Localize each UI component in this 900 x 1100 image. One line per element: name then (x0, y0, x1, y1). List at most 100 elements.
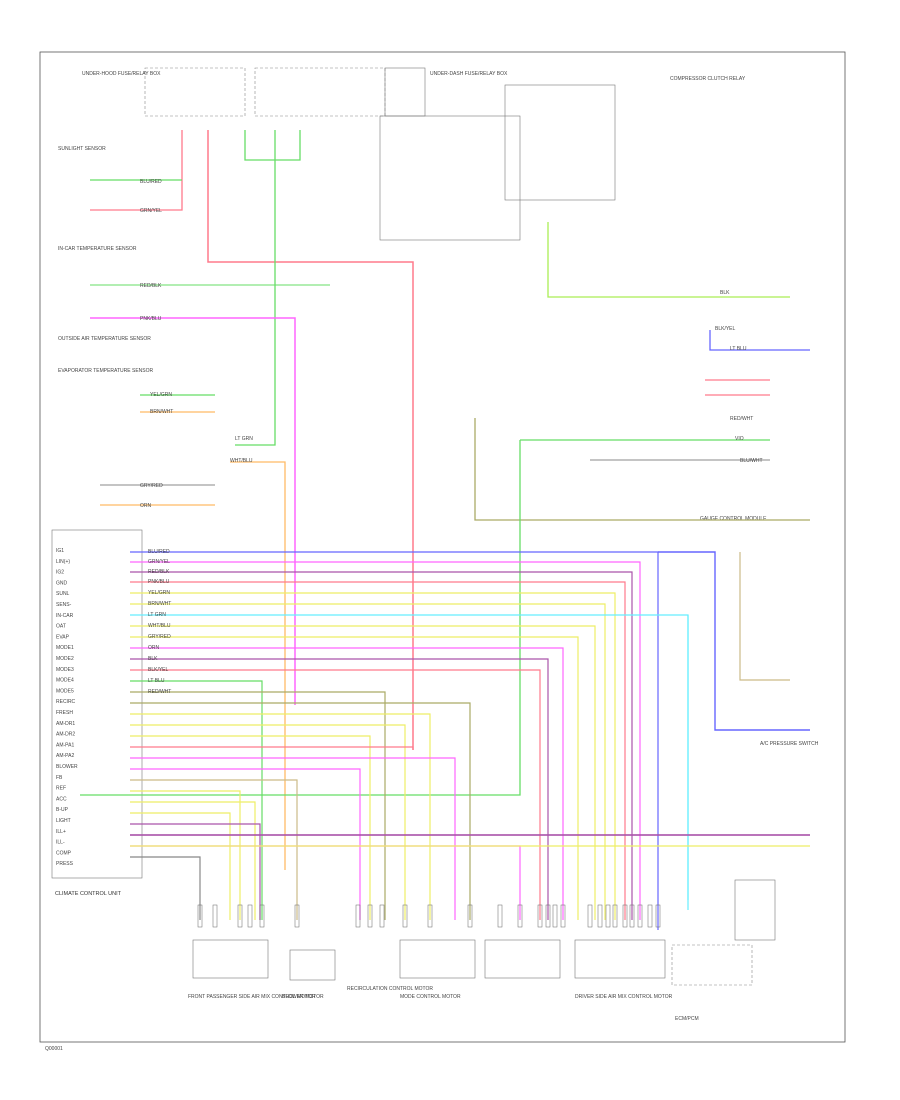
wire-code: ORN (148, 645, 160, 651)
wire (230, 461, 286, 870)
front-passenger-motor-label: FRONT PASSENGER SIDE AIR MIX CONTROL MOT… (188, 994, 316, 1000)
connector-pin (467, 904, 473, 928)
wire-code: YEL/GRN (148, 590, 170, 596)
wire (130, 779, 298, 920)
pin-label: ACC (56, 796, 67, 802)
front-passenger-motor-box (192, 939, 269, 979)
connector-pin (560, 904, 566, 928)
connector-pin (247, 904, 253, 928)
wire (244, 130, 301, 161)
relay-label: COMPRESSOR CLUTCH RELAY (670, 76, 746, 82)
wire (130, 636, 579, 920)
page-code: Q00001 (45, 1046, 63, 1052)
wire-code: WHT/BLU (230, 458, 253, 464)
wire (80, 440, 521, 796)
wire-code: GRN/YEL (140, 208, 162, 214)
blower-motor-label: BLOWER MOTOR (282, 994, 324, 1000)
connector-pin (355, 904, 361, 928)
pin-label: MODE3 (56, 667, 74, 673)
wire-code: LT GRN (148, 612, 166, 618)
sunlight-sensor-label: SUNLIGHT SENSOR (58, 146, 106, 152)
wire-code: RED/BLK (140, 283, 162, 289)
pin-label: GND (56, 580, 68, 586)
wire-code: BLK/YEL (715, 326, 736, 332)
connector-pin (545, 904, 551, 928)
connector-pin (655, 904, 661, 928)
wire (130, 625, 596, 920)
wire (130, 669, 541, 920)
pin-label: EVAP (56, 634, 70, 640)
climate-control-unit-label: CLIMATE CONTROL UNIT (55, 891, 122, 897)
wire (130, 724, 406, 920)
wire (130, 757, 456, 920)
wire-code: GRY/RED (140, 483, 163, 489)
wire (130, 691, 386, 920)
connector-pin (637, 904, 643, 928)
pin-label: MODE2 (56, 656, 74, 662)
wire-code: BRN/WHT (150, 409, 173, 415)
wire-code: RED/WHT (730, 416, 753, 422)
wire (130, 592, 616, 920)
wire (130, 768, 361, 920)
wire-code: LT BLU (148, 678, 165, 684)
pin-label: FB (56, 775, 63, 781)
wire-code: YEL/GRN (150, 392, 172, 398)
wire-code: GRY/RED (148, 634, 171, 640)
pin-label: REF (56, 786, 66, 792)
mode-motor-label: MODE CONTROL MOTOR (400, 994, 461, 1000)
pin-label: B-UP (56, 807, 69, 813)
connector-pin (427, 904, 433, 928)
pin-label: ILL+ (56, 829, 66, 835)
connector-pin (197, 904, 203, 928)
wire-group (80, 130, 810, 930)
wire (90, 130, 183, 211)
connector-pin (597, 904, 603, 928)
wire (130, 812, 231, 920)
wire (130, 571, 633, 920)
wire (130, 658, 549, 920)
connector-pin (587, 904, 593, 928)
connector-pin (622, 904, 628, 928)
fuse-box-label: UNDER-HOOD FUSE/RELAY BOX (82, 71, 161, 77)
connector-pin (379, 904, 385, 928)
pin-label: MODE5 (56, 688, 74, 694)
wire (130, 680, 263, 920)
wire (130, 790, 241, 920)
control-unit-pin-labels: IG1LIN(+)IG2GNDSUNLSENS-IN-CAROATEVAPMOD… (56, 548, 78, 867)
wire-code-labels: BLU/REDGRN/YELRED/BLKPNK/BLUYEL/GRNBRN/W… (140, 179, 763, 695)
in-car-sensor-label: IN-CAR TEMPERATURE SENSOR (58, 246, 137, 252)
wire (130, 823, 261, 920)
wire-code: BLK/YEL (148, 667, 169, 673)
wire (130, 713, 431, 920)
fuse-box-outline-3 (384, 67, 426, 117)
connector-pin (259, 904, 265, 928)
pin-label: FRESH (56, 710, 73, 716)
wire (90, 317, 296, 705)
wire-code: BRN/WHT (148, 601, 171, 607)
wire (547, 222, 790, 298)
wire (658, 551, 810, 731)
pin-label: AM-PA2 (56, 753, 74, 759)
pin-label: AM-PA1 (56, 742, 74, 748)
connector-pin (497, 904, 503, 928)
compressor-box (671, 944, 753, 986)
connector-pin (294, 904, 300, 928)
wire-code: BLK (720, 290, 730, 296)
pin-label: IN-CAR (56, 613, 74, 619)
wire-code: RED/WHT (148, 689, 171, 695)
wire-code: VIO (735, 436, 744, 442)
connector-pin (212, 904, 218, 928)
wire-code: PNK/BLU (140, 316, 162, 322)
connector-pin (647, 904, 653, 928)
diagram-frame (39, 51, 846, 1043)
pin-label: BLOWER (56, 764, 78, 770)
relay-outline-left (379, 115, 521, 241)
driver-motor-box (574, 939, 666, 979)
dash-fuse-label: UNDER-DASH FUSE/RELAY BOX (430, 71, 508, 77)
pin-label: IG1 (56, 548, 64, 554)
pin-label: COMP (56, 850, 72, 856)
wire (130, 551, 659, 930)
wire (235, 130, 276, 446)
pin-label: LIGHT (56, 818, 71, 824)
